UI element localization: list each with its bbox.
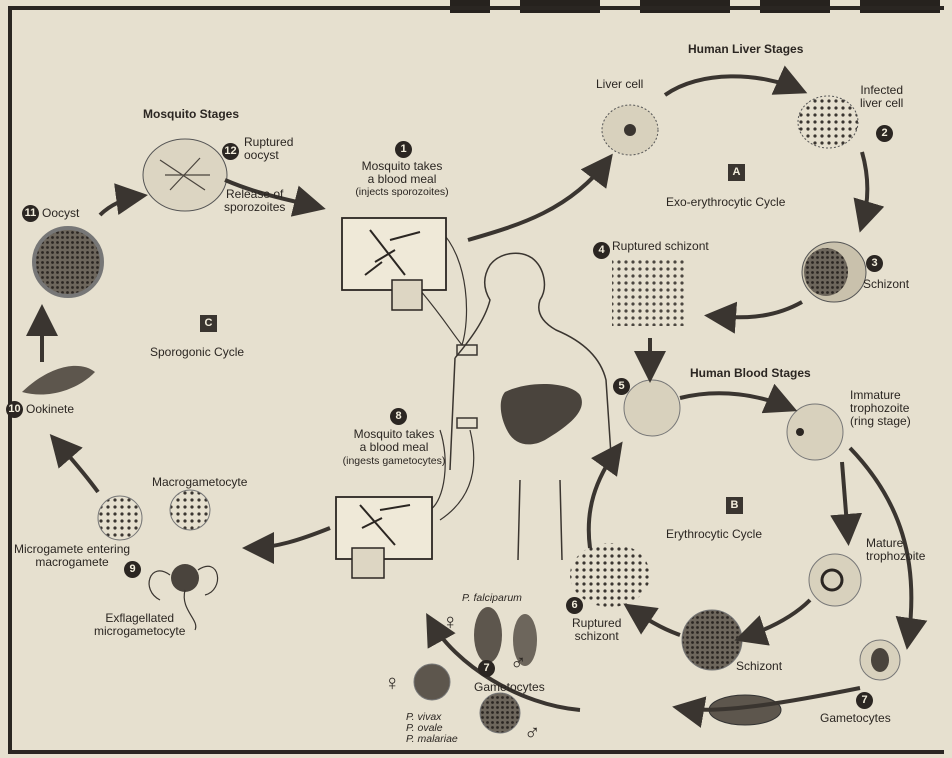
step-1-label: Mosquito takes a blood meal: [344, 160, 460, 186]
step-3-badge: 3: [866, 255, 883, 272]
release-label: Release of sporozoites: [224, 188, 285, 214]
male-symbol: ♂: [524, 722, 541, 744]
step-7b-badge: 7: [856, 692, 873, 709]
step-8-label: Mosquito takes a blood meal: [332, 428, 456, 454]
step-9-label: Microgamete entering macrogamete: [14, 543, 130, 569]
stage-title-blood: Human Blood Stages: [690, 367, 811, 380]
cycle-badge-c: C: [200, 315, 217, 332]
step-12-badge: 12: [222, 143, 239, 160]
stage-title-liver: Human Liver Stages: [688, 43, 803, 56]
immature-troph-label: Immature trophozoite (ring stage): [850, 389, 911, 428]
step-4-badge: 4: [593, 242, 610, 259]
blood-schizont-label: Schizont: [736, 660, 782, 673]
male-symbol: ♂: [510, 652, 527, 674]
step-11-label: Oocyst: [42, 207, 79, 220]
cycle-label-b: Erythrocytic Cycle: [666, 528, 762, 541]
p-falciparum-label: P. falciparum: [462, 593, 522, 604]
cycle-label-c: Sporogonic Cycle: [150, 346, 244, 359]
step-2-badge: 2: [876, 125, 893, 142]
step-6-badge: 6: [566, 597, 583, 614]
step-9-badge: 9: [124, 561, 141, 578]
step-2-label: Infected liver cell: [860, 84, 903, 110]
step-8-sublabel: (ingests gametocytes): [322, 456, 466, 467]
p-others-label: P. vivax P. ovale P. malariae: [406, 712, 458, 745]
female-symbol: ♀: [442, 611, 459, 633]
step-11-badge: 11: [22, 205, 39, 222]
step-10-badge: 10: [6, 401, 23, 418]
step-12-label: Ruptured oocyst: [244, 136, 293, 162]
cycle-badge-b: B: [726, 497, 743, 514]
step-4-label: Ruptured schizont: [612, 240, 709, 253]
step-10-label: Ookinete: [26, 403, 74, 416]
step-8-badge: 8: [390, 408, 407, 425]
step-3-label: Schizont: [863, 278, 909, 291]
cycle-badge-a: A: [728, 164, 745, 181]
macrogametocyte-label: Macrogametocyte: [152, 476, 247, 489]
stage-title-mosquito: Mosquito Stages: [143, 108, 239, 121]
step-7b-label: Gametocytes: [820, 712, 891, 725]
female-symbol: ♀: [384, 672, 401, 694]
mature-troph-label: Mature trophozoite: [866, 537, 925, 563]
step-7a-badge: 7: [478, 660, 495, 677]
step-1-badge: 1: [395, 141, 412, 158]
step-7a-label: Gametocytes: [474, 681, 545, 694]
step-6-label: Ruptured schizont: [572, 617, 621, 643]
step-5-badge: 5: [613, 378, 630, 395]
exflag-label: Exflagellated microgametocyte: [94, 612, 185, 638]
liver-cell-label: Liver cell: [596, 78, 643, 91]
cycle-label-a: Exo-erythrocytic Cycle: [666, 196, 785, 209]
step-1-sublabel: (injects sporozoites): [334, 187, 470, 198]
